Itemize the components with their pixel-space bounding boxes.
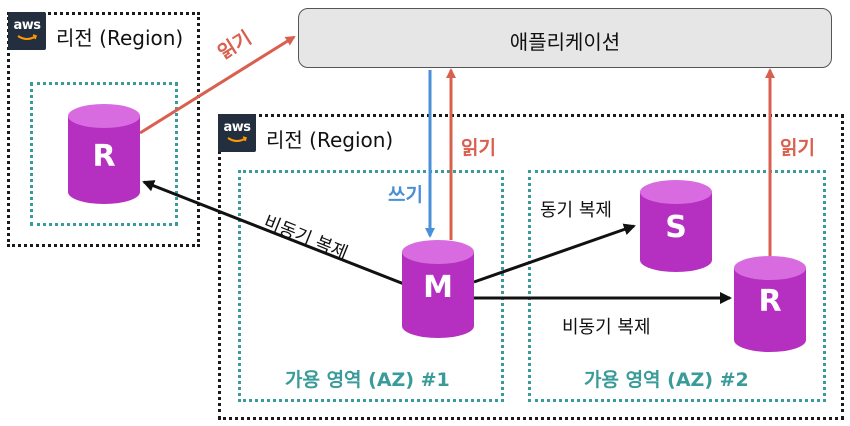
az2-replica-letter: R [758, 284, 782, 319]
az2-label: 가용 영역 (AZ) #2 [584, 369, 749, 391]
read-arrow-left-replica [139, 35, 296, 135]
aws-logo-icon: aws [8, 12, 46, 50]
az2-replica-database-icon: R [734, 256, 806, 352]
async-replication-label-az2: 비동기 복제 [562, 317, 651, 338]
az1-box [238, 170, 504, 402]
read-label-master: 읽기 [461, 137, 496, 159]
sync-replication-label: 동기 복제 [540, 200, 612, 221]
main-region-box [218, 114, 844, 420]
standby-letter: S [665, 210, 687, 245]
async-replication-arrow-cross-region [142, 180, 405, 286]
left-replica-database-icon: R [68, 104, 140, 204]
write-label-master: 쓰기 [388, 184, 423, 206]
master-database-icon: M [402, 240, 474, 338]
az1-label: 가용 영역 (AZ) #1 [285, 369, 450, 391]
master-letter: M [423, 270, 453, 305]
read-label-az2: 읽기 [780, 137, 815, 159]
sync-replication-arrow [473, 223, 636, 284]
left-region-box [7, 12, 200, 247]
application-box: 애플리케이션 [298, 8, 832, 68]
main-region-label: 리전 (Region) [266, 128, 394, 152]
left-region-label: 리전 (Region) [56, 26, 184, 50]
application-label: 애플리케이션 [509, 30, 621, 54]
aws-logo-icon: aws [218, 114, 256, 152]
left-replica-letter: R [92, 139, 116, 174]
az2-box [528, 170, 826, 402]
standby-database-icon: S [640, 180, 712, 272]
left-region-inner-box [30, 82, 178, 226]
